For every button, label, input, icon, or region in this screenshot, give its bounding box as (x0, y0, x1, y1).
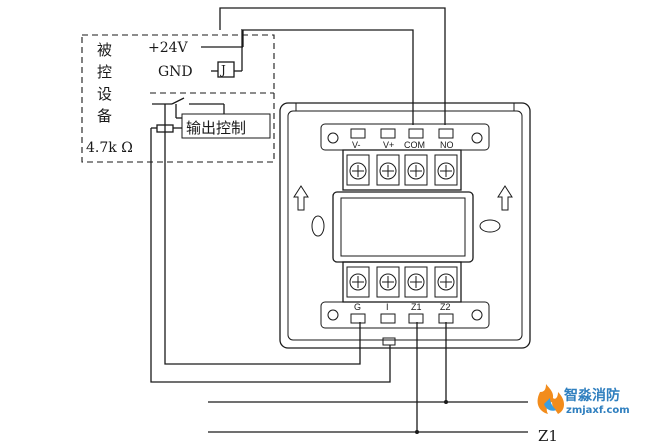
device-label-char-4: 备 (97, 107, 112, 125)
resistor (151, 124, 182, 133)
device-label-char-3: 设 (97, 85, 112, 103)
watermark-brand: 智淼消防 (563, 387, 620, 404)
external-wiring: Z1 (150, 7, 558, 444)
output-contact: 输出控制 (152, 97, 271, 139)
screw-terminal (376, 266, 400, 298)
up-arrow-icon (497, 185, 513, 211)
terminal-label-v-plus: V+ (383, 140, 394, 150)
terminal-label-i: I (386, 302, 389, 312)
device-label-char-2: 控 (97, 63, 112, 81)
controlled-device-box: 被 控 设 备 +24V GND 4.7k Ω (81, 34, 275, 163)
terminal-label-no: NO (440, 140, 454, 150)
mounting-slot (311, 215, 325, 237)
terminal-label-v-minus: V- (352, 140, 361, 150)
screw-terminal (346, 154, 370, 186)
mounting-slot (479, 219, 501, 233)
flame-logo-icon (537, 384, 564, 414)
screw-terminal (404, 154, 428, 186)
supply-label: +24V (148, 40, 189, 56)
resistor-label: 4.7k Ω (86, 140, 133, 156)
terminal-label-g: G (354, 302, 361, 312)
output-control-label: 输出控制 (186, 119, 246, 137)
terminal-label-z2: Z2 (440, 302, 451, 312)
relay-coil: J (201, 29, 244, 78)
screw-terminal (434, 266, 458, 298)
screw-terminal (434, 154, 458, 186)
bus-label: Z1 (538, 427, 558, 444)
terminal-label-z1: Z1 (411, 302, 422, 312)
relay-label: J (219, 63, 226, 77)
watermark-url: zmjaxf.com (566, 405, 630, 416)
screw-terminal (346, 266, 370, 298)
screw-terminal (376, 154, 400, 186)
device-label-char-1: 被 (97, 41, 112, 59)
module-body: V- V+ COM NO (279, 102, 531, 349)
terminal-label-com: COM (404, 140, 425, 150)
gnd-label: GND (158, 64, 193, 80)
screw-terminal (404, 266, 428, 298)
watermark-logo: 智淼消防 zmjaxf.com (537, 384, 630, 416)
up-arrow-icon (293, 185, 309, 211)
